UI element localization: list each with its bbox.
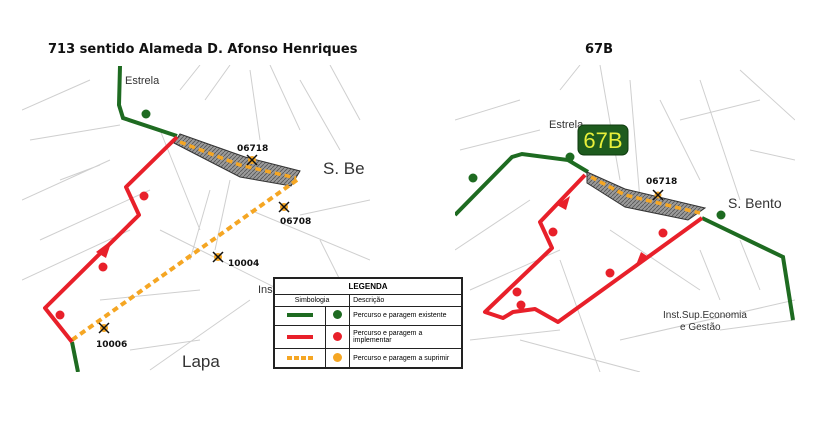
left-map-title: 713 sentido Alameda D. Afonso Henriques	[48, 42, 358, 57]
existing-route-line	[116, 65, 178, 138]
route-badge-67b: 67B	[577, 124, 629, 156]
place-estrela: Estrela	[125, 75, 160, 87]
place-s-bento: S. Bento	[728, 195, 782, 211]
existing-route-line	[70, 341, 80, 372]
place-lapa: Lapa	[182, 352, 220, 371]
existing-stop	[468, 173, 478, 183]
new-stop	[605, 268, 615, 278]
removed-route-line	[179, 140, 297, 180]
removed-route-line	[590, 175, 701, 215]
place-inst-line1: Inst.Sup.Economia	[663, 310, 747, 321]
legend-line-existing	[286, 313, 313, 318]
existing-stop	[141, 109, 151, 119]
legend-col-desc: Descrição	[349, 293, 462, 308]
existing-route-line	[455, 151, 590, 217]
existing-stop	[565, 152, 575, 162]
place-estrela: Estrela	[549, 119, 584, 131]
svg-text:10004: 10004	[228, 259, 259, 269]
removed-route-line	[70, 178, 299, 342]
new-stop	[658, 228, 668, 238]
direction-arrow-icon	[96, 240, 112, 258]
removed-stop-06718: 06718	[646, 177, 677, 201]
legend: LEGENDA Simbologia Descrição Percurso e …	[273, 277, 463, 369]
street-grid	[455, 65, 795, 372]
existing-route-line	[701, 216, 795, 321]
removed-stop-10004: 10004	[212, 251, 259, 269]
removed-section-area	[173, 133, 301, 187]
place-ins: Ins	[258, 284, 273, 296]
direction-arrow-icon	[557, 196, 570, 210]
svg-text:10006: 10006	[96, 340, 127, 350]
legend-dot-new	[332, 331, 342, 341]
legend-label-removed: Percurso e paragem a suprimir	[349, 348, 462, 368]
right-map: Estrela S. Bento Inst.Sup.Economia e Ges…	[455, 65, 795, 372]
legend-line-new	[286, 334, 313, 339]
legend-dot-removed	[332, 352, 342, 362]
svg-text:06718: 06718	[646, 177, 677, 187]
place-inst-line2: e Gestão	[680, 322, 721, 333]
new-route-line	[483, 173, 704, 324]
legend-label-new: Percurso e paragem a implementar	[349, 324, 462, 350]
svg-text:06718: 06718	[237, 144, 268, 154]
existing-stop	[716, 210, 726, 220]
legend-line-removed	[286, 355, 313, 360]
new-stop	[98, 262, 108, 272]
svg-text:06708: 06708	[280, 217, 311, 227]
new-stop	[512, 287, 522, 297]
direction-arrow-icon	[636, 252, 647, 265]
new-stop	[548, 227, 558, 237]
removed-stop-10006: 10006	[96, 322, 127, 350]
new-stop	[516, 300, 526, 310]
legend-dot-existing	[332, 310, 342, 320]
street-grid	[22, 65, 370, 371]
removed-stop-06708: 06708	[278, 201, 311, 227]
legend-label-existing: Percurso e paragem existente	[349, 306, 462, 326]
new-stop	[55, 310, 65, 320]
right-map-title: 67B	[585, 42, 613, 57]
new-stop	[139, 191, 149, 201]
svg-text:67B: 67B	[583, 128, 622, 153]
legend-col-symbol: Simbologia	[273, 293, 351, 308]
new-route-line	[43, 135, 179, 344]
left-map: Estrela S. Be Lapa Ins 06718 06708 10004…	[22, 65, 370, 372]
legend-title: LEGENDA	[274, 278, 462, 295]
place-s-bento: S. Be	[323, 159, 365, 178]
removed-stop-06718: 06718	[237, 144, 268, 166]
